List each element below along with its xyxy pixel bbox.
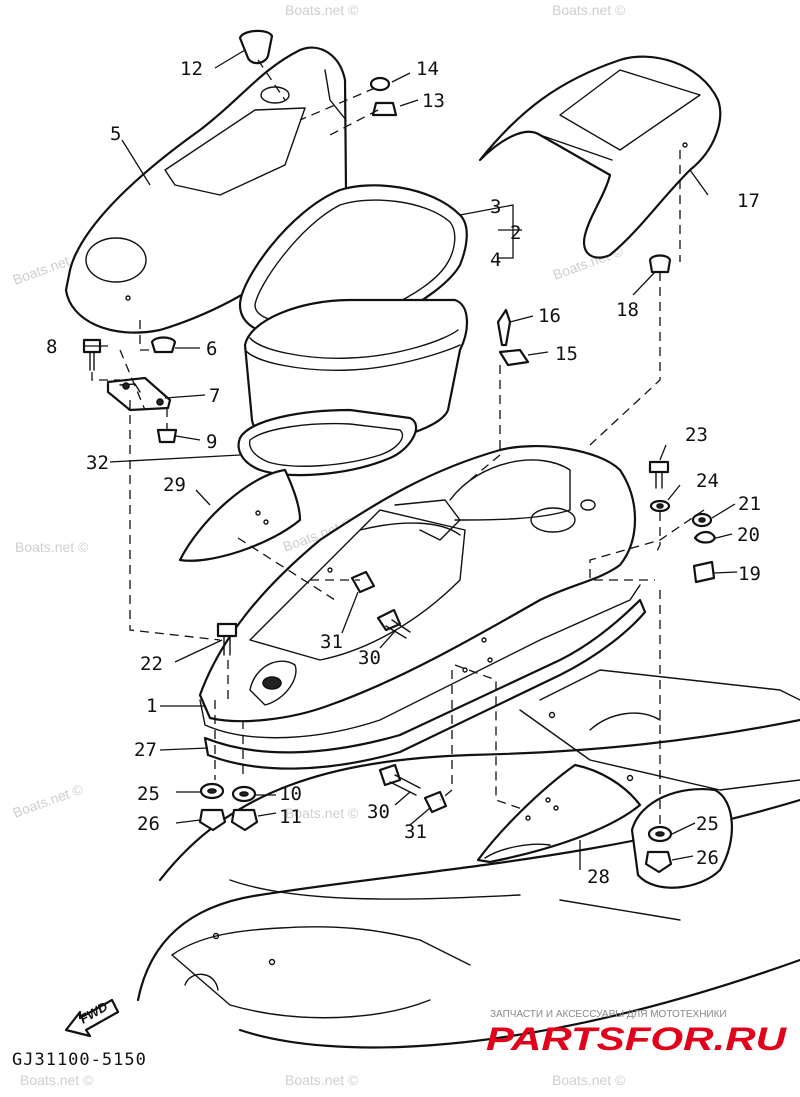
callout-28: 28 [587, 866, 610, 888]
watermark: Boats.net © [552, 2, 626, 18]
callouts: 12 14 13 5 17 3 2 4 18 16 8 6 15 7 9 23 … [46, 58, 761, 888]
watermark: Boats.net © [20, 1072, 94, 1088]
callout-10: 10 [279, 783, 302, 805]
brand-logo: ЗАПЧАСТИ И АКСЕССУАРЫ ДЛЯ МОТОТЕХНИКИ PA… [486, 1009, 787, 1057]
watermark: Boats.net © [552, 1072, 626, 1088]
watermark: Boats.net © [285, 1072, 359, 1088]
callout-21: 21 [738, 493, 761, 515]
callout-12: 12 [180, 58, 203, 80]
callout-31-lower: 31 [404, 821, 427, 843]
callout-16: 16 [538, 305, 561, 327]
callout-4: 4 [490, 249, 501, 271]
callout-19: 19 [738, 563, 761, 585]
brand-name: PARTSFOR.RU [486, 1021, 787, 1057]
callout-31-upper: 31 [320, 631, 343, 653]
part-17-seat [478, 55, 722, 262]
part-12-knob [214, 29, 286, 101]
callout-3: 3 [490, 196, 501, 218]
callout-22: 22 [140, 653, 163, 675]
callout-15: 15 [555, 343, 578, 365]
diagram-code: GJ31100-5150 [12, 1050, 147, 1070]
small-parts [82, 308, 717, 874]
callout-7: 7 [209, 385, 220, 407]
brand-tagline: ЗАПЧАСТИ И АКСЕССУАРЫ ДЛЯ МОТОТЕХНИКИ [490, 1009, 727, 1020]
mount-plate-right [630, 788, 733, 889]
callout-13: 13 [422, 90, 445, 112]
part-27-strip [203, 598, 647, 770]
callout-30-lower: 30 [367, 801, 390, 823]
callout-1: 1 [146, 695, 157, 717]
part-29-side-cover [178, 468, 302, 562]
callout-32: 32 [86, 452, 109, 474]
part-18-stopper [589, 254, 672, 446]
watermark: Boats.net © [285, 2, 359, 18]
watermark: Boats.net © [285, 805, 359, 821]
callout-30-upper: 30 [358, 647, 381, 669]
callout-5: 5 [110, 123, 121, 145]
callout-27: 27 [134, 739, 157, 761]
watermark: Boats.net © [15, 539, 89, 555]
callout-6: 6 [206, 338, 217, 360]
part-13-14-fasteners [299, 72, 419, 136]
watermark: Boats.net © [11, 780, 86, 820]
callout-14: 14 [416, 58, 439, 80]
callout-18: 18 [616, 299, 639, 321]
callout-25-left: 25 [137, 783, 160, 805]
fwd-arrow: FWD [64, 999, 120, 1038]
callout-9: 9 [206, 431, 217, 453]
callout-29: 29 [163, 474, 186, 496]
callout-2: 2 [510, 222, 521, 244]
callout-11: 11 [279, 806, 302, 828]
part-28-side-cover [476, 763, 642, 864]
callout-8: 8 [46, 336, 57, 358]
leader-lines [84, 139, 738, 870]
callout-26-left: 26 [137, 813, 160, 835]
callout-24: 24 [696, 470, 719, 492]
callout-26-right: 26 [696, 847, 719, 869]
bracket-lines-2-3-4 [459, 204, 522, 259]
part-1-deck-body [198, 444, 641, 739]
callout-20: 20 [737, 524, 760, 546]
callout-17: 17 [737, 190, 760, 212]
callout-25-right: 25 [696, 813, 719, 835]
part-32-bin-seal [237, 408, 418, 477]
callout-23: 23 [685, 424, 708, 446]
